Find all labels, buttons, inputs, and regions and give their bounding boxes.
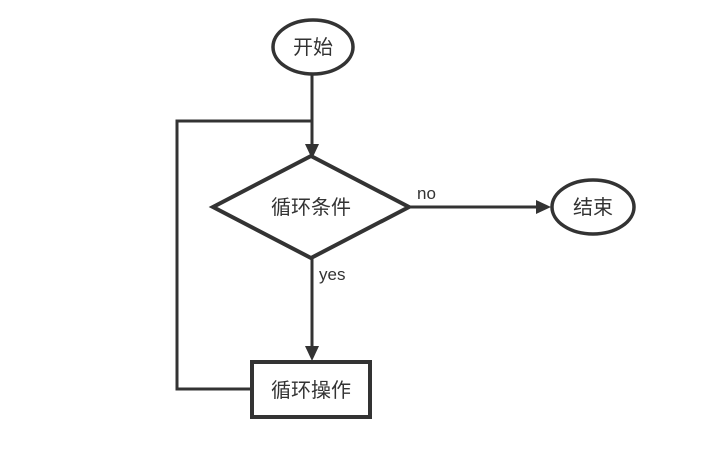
edge-label-no: no [417,184,436,203]
edge-labels: no yes [319,184,436,284]
edge-label-yes: yes [319,265,345,284]
node-labels: 开始 循环条件 结束 循环操作 [271,36,613,402]
arrowhead-into-end [536,200,551,214]
start-node [271,18,355,76]
arrowheads [305,144,551,361]
condition-node [208,153,414,261]
start-node-label: 开始 [293,36,333,59]
operation-node [250,360,372,419]
connector-lines [175,74,539,391]
end-node [550,178,636,236]
arrowhead-into-condition [305,144,319,159]
operation-node-label: 循环操作 [271,379,351,402]
node-shapes [208,18,636,419]
edge-operation-loopback [175,119,312,391]
condition-node-label: 循环条件 [271,196,351,219]
arrowhead-into-operation [305,346,319,361]
end-node-label: 结束 [573,196,613,219]
